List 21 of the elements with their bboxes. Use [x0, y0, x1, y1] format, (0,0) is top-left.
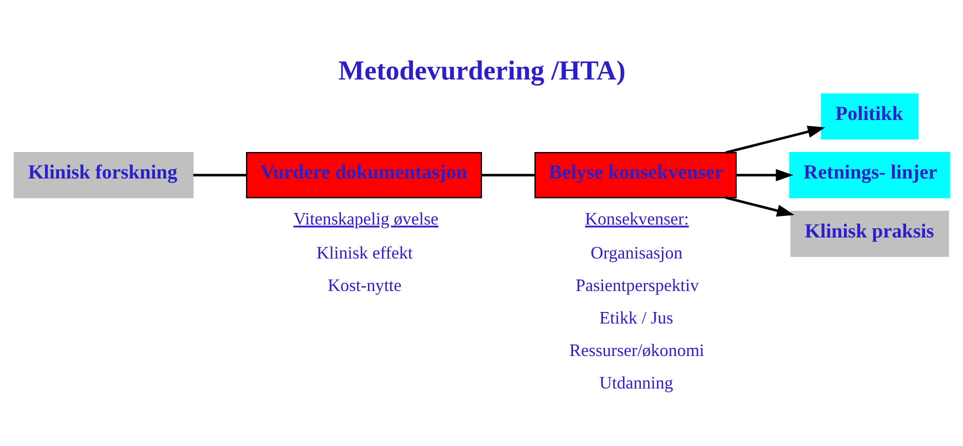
arrow	[724, 125, 825, 154]
label: Konsekvenser:	[584, 208, 688, 228]
arrow	[724, 196, 794, 216]
label: Etikk / Jus	[598, 306, 673, 327]
label: Organisasjon	[590, 242, 682, 262]
label: Vitenskapelig øvelse	[292, 208, 438, 228]
label: Klinisk effekt	[316, 242, 412, 262]
label: Ressurser/økonomi	[568, 339, 704, 360]
label: Utdanning	[598, 372, 673, 392]
connector	[192, 173, 246, 176]
node-box: Retnings- linjer	[788, 152, 950, 198]
diagram-title: Metodevurdering /HTA)	[338, 55, 626, 86]
node-box: Klinisk praksis	[790, 210, 948, 256]
label: Kost-nytte	[327, 274, 402, 294]
label: Pasientperspektiv	[575, 274, 698, 294]
arrow	[736, 168, 793, 181]
node-box: Politikk	[820, 92, 918, 140]
connector	[481, 173, 534, 176]
node-box: Vurdere dokumentasjon	[246, 152, 482, 198]
node-box: Belyse konsekvenser	[534, 152, 736, 198]
node-box: Klinisk forskning	[13, 152, 194, 198]
